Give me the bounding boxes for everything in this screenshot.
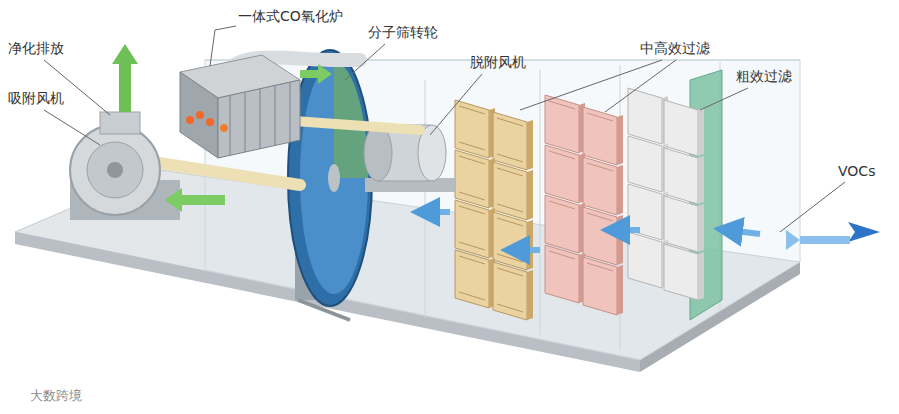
part-label: 中高效过滤 — [640, 40, 710, 57]
part-label: 脱附风机 — [470, 54, 526, 71]
inlet-arrow — [786, 222, 880, 250]
co-oxidation-furnace — [180, 55, 300, 158]
part-label: VOCs — [838, 163, 875, 180]
desorption-fan — [364, 125, 455, 192]
airflow-arrows — [425, 212, 760, 250]
adsorption-fan — [70, 112, 180, 220]
exhaust-arrows — [112, 44, 332, 212]
watermark: 大数跨境 — [30, 388, 82, 404]
part-label: 粗效过滤 — [736, 68, 792, 85]
part-label: 净化排放 — [8, 40, 64, 57]
part-label: 分子筛转轮 — [368, 24, 438, 41]
medium-high-filter-pink — [545, 95, 623, 315]
part-label: 吸附风机 — [8, 90, 64, 107]
part-label: 一体式CO氧化炉 — [238, 8, 343, 25]
coarse-filter — [628, 70, 722, 320]
medium-high-filter-beige — [455, 100, 533, 320]
leader-lines — [44, 26, 845, 232]
